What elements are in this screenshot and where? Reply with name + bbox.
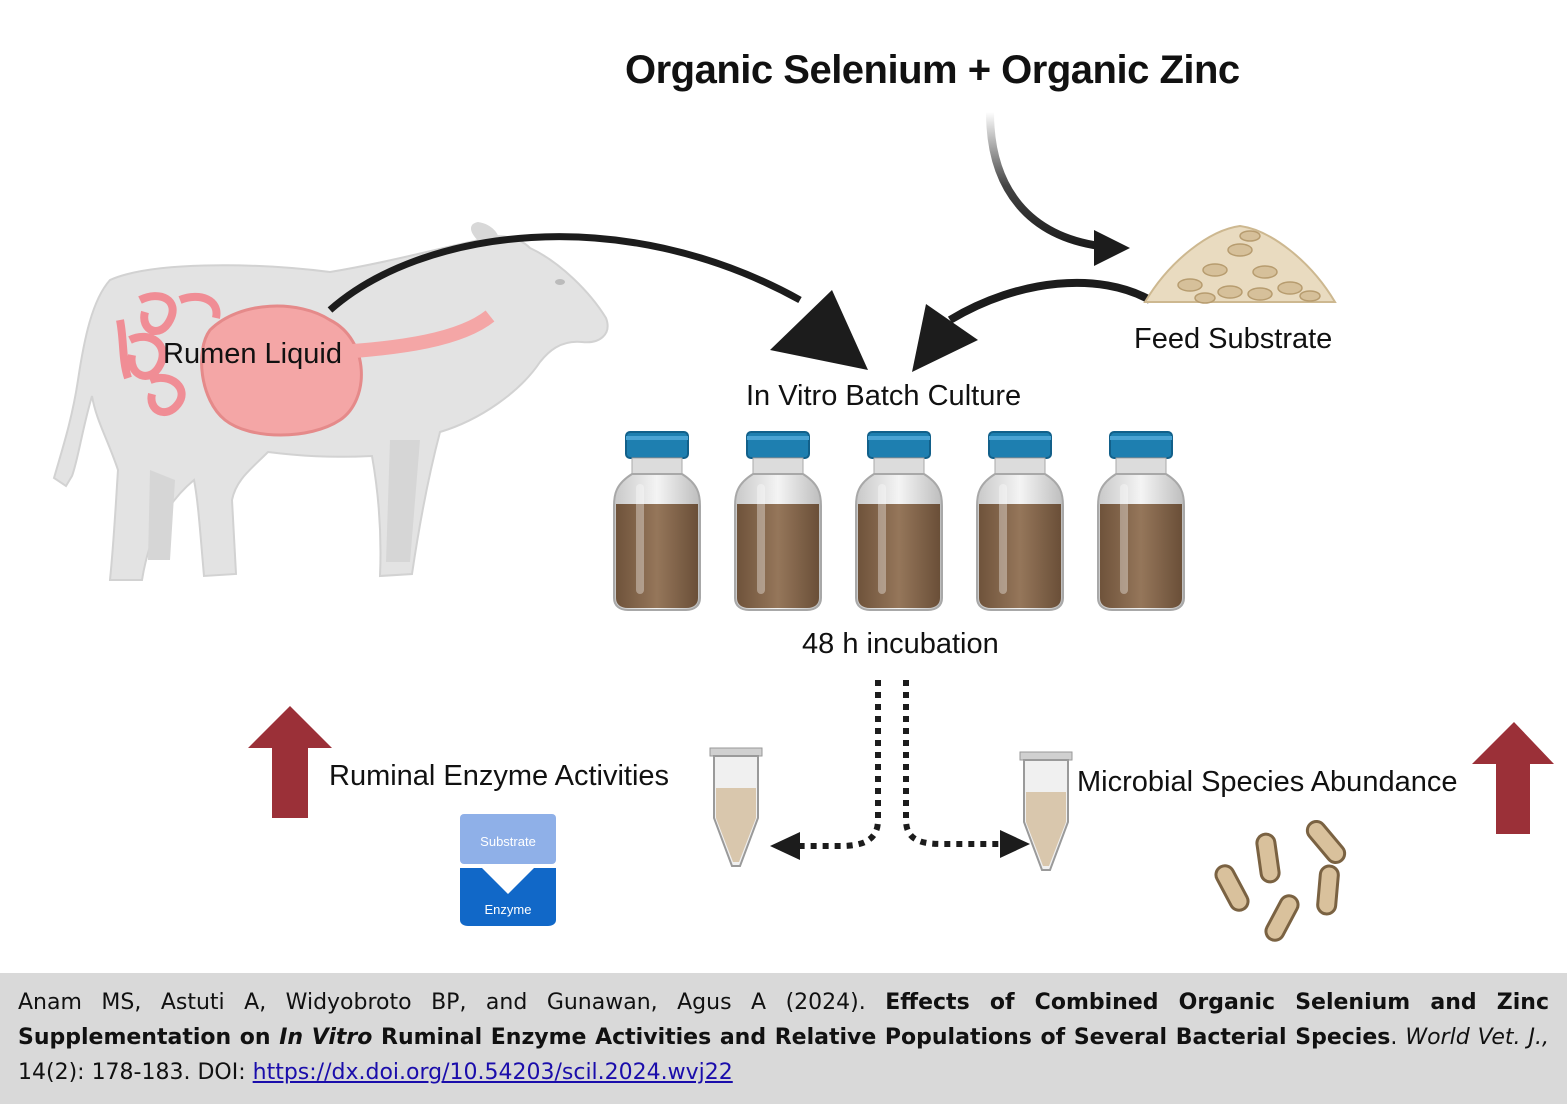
bacterium bbox=[1264, 894, 1300, 942]
bacterium bbox=[1316, 864, 1340, 916]
bacteria-icons bbox=[1214, 820, 1347, 942]
arrow-supplement-to-feed bbox=[986, 111, 1101, 250]
doi-link[interactable]: https://dx.doi.org/10.54203/scil.2024.wv… bbox=[252, 1060, 733, 1085]
citation-title-part2: Ruminal Enzyme Activities and Relative P… bbox=[381, 1025, 1391, 1050]
bacterium bbox=[1305, 820, 1347, 864]
feed-substrate-label: Feed Substrate bbox=[1134, 323, 1333, 355]
cow-eye bbox=[555, 279, 565, 285]
feed-pile-icon bbox=[1143, 224, 1337, 304]
increase-arrow-right-icon bbox=[1472, 722, 1554, 834]
increase-arrow-left-icon bbox=[248, 706, 332, 818]
incubation-label: 48 h incubation bbox=[802, 628, 999, 660]
citation-title: Effects of Combined Organic Selenium and… bbox=[18, 990, 1549, 1050]
citation-volume: 14(2): 178-183. DOI: bbox=[18, 1060, 246, 1085]
rumen-organs bbox=[116, 292, 495, 437]
rumen-stomach bbox=[200, 304, 363, 437]
rumen-liquid-label: Rumen Liquid bbox=[163, 338, 342, 370]
dotted-left-path bbox=[800, 680, 881, 849]
enzyme-activities-label: Ruminal Enzyme Activities bbox=[329, 760, 670, 792]
arrow-head-feed bbox=[912, 304, 978, 372]
cow-far-hind-leg bbox=[148, 470, 175, 560]
citation-box: Anam MS, Astuti A, Widyobroto BP, and Gu… bbox=[0, 973, 1567, 1104]
cow-far-leg bbox=[386, 440, 420, 562]
arrow-feed-to-culture bbox=[947, 278, 1152, 324]
culture-bottle bbox=[976, 431, 1064, 611]
arrow-cow-to-culture bbox=[327, 233, 802, 313]
citation-title-part1: Effects of Combined Organic Selenium and… bbox=[18, 990, 1549, 1050]
citation-title-italic: In Vitro bbox=[279, 1025, 373, 1050]
culture-bottle bbox=[855, 431, 943, 611]
intestine-coils bbox=[116, 292, 221, 417]
culture-bottle bbox=[734, 431, 822, 611]
sample-tube-left bbox=[709, 747, 763, 867]
bacterium bbox=[1214, 864, 1250, 912]
oat-flakes bbox=[1177, 230, 1321, 304]
esophagus bbox=[339, 310, 495, 359]
citation-authors: Anam MS, Astuti A, Widyobroto BP, and Gu… bbox=[18, 990, 866, 1015]
dotted-right-head bbox=[1000, 830, 1030, 858]
dotted-left-head bbox=[770, 832, 800, 860]
arrow-head-supplement bbox=[1094, 230, 1130, 266]
microbial-abundance-label: Microbial Species Abundance bbox=[1077, 766, 1458, 798]
culture-bottle bbox=[613, 431, 701, 611]
sample-tube-right bbox=[1019, 751, 1073, 871]
culture-bottles bbox=[613, 431, 1185, 611]
substrate-text: Substrate bbox=[480, 834, 536, 849]
culture-bottle bbox=[1097, 431, 1185, 611]
dotted-split-arrows bbox=[800, 680, 1000, 849]
supplement-title: Organic Selenium + Organic Zinc bbox=[625, 48, 1240, 92]
dotted-right-path bbox=[903, 680, 1000, 847]
enzyme-text: Enzyme bbox=[485, 902, 532, 917]
bacterium bbox=[1255, 832, 1281, 884]
substrate-box bbox=[460, 814, 556, 864]
citation-journal: World Vet. J., bbox=[1405, 1025, 1549, 1050]
enzyme-box bbox=[460, 868, 556, 926]
enzyme-substrate-icon: Substrate Enzyme bbox=[460, 814, 556, 926]
arrow-head-cow bbox=[770, 290, 868, 370]
batch-culture-label: In Vitro Batch Culture bbox=[746, 380, 1022, 412]
